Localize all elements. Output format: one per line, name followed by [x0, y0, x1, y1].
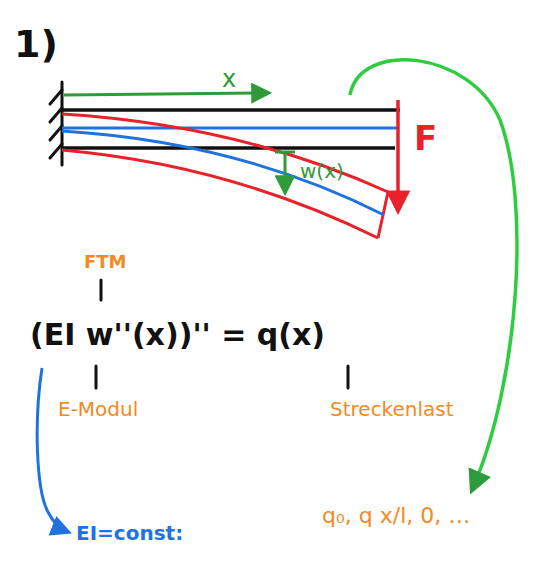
deflection-tick — [275, 151, 295, 154]
const-callout-arrow — [37, 368, 68, 532]
force-arrow — [396, 100, 400, 210]
term-label: FTM — [84, 252, 127, 272]
beam-equation: (EI w''(x))'' = q(x) — [30, 318, 325, 351]
clamped-wall — [50, 82, 62, 165]
term-label: E-Modul — [58, 398, 138, 420]
x-axis-arrow — [64, 93, 268, 95]
undeformed-beam — [62, 110, 400, 148]
force-label: F — [414, 120, 437, 157]
deflection-arrow — [284, 152, 287, 192]
term-label: Streckenlast — [330, 398, 454, 420]
axis-label: x — [222, 66, 236, 92]
neutral-axis — [62, 127, 398, 130]
deformed-neutral-axis — [62, 131, 384, 215]
condition-label: EI=const: — [76, 522, 183, 544]
deflection-label: w(x) — [300, 160, 344, 182]
load-callout-arrow — [350, 60, 517, 490]
load-cases: q₀, q x/l, 0, … — [322, 504, 470, 528]
deformed-beam — [62, 114, 388, 238]
part-number: 1) — [14, 24, 58, 66]
